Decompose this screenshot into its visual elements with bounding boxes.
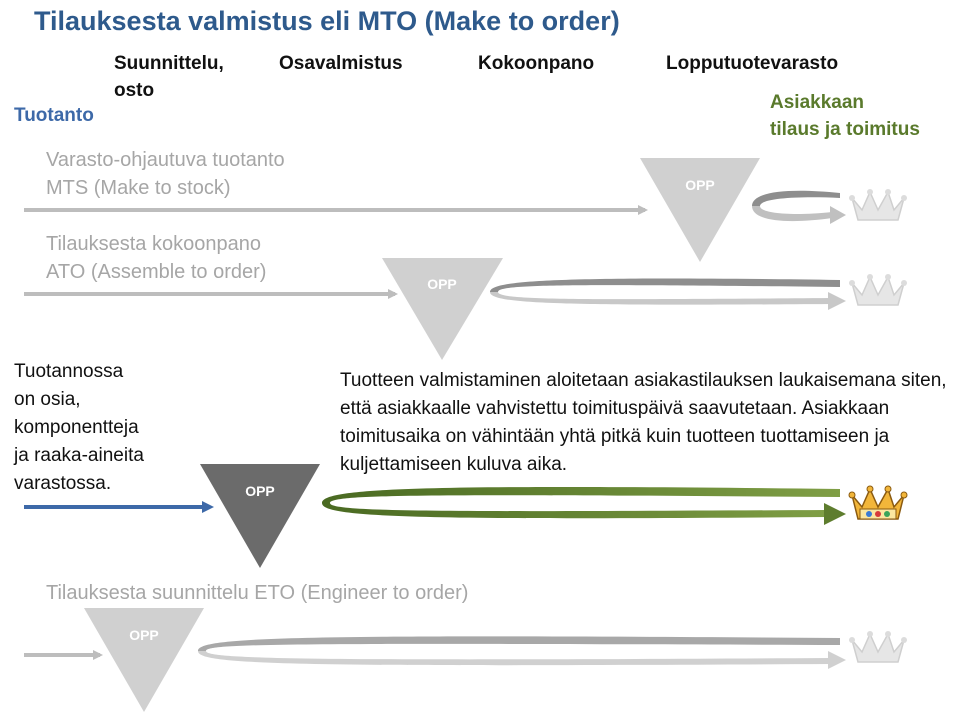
stage-design-purchase: Suunnittelu, osto — [114, 50, 224, 104]
opp-triangle-mts: OPP — [640, 158, 760, 262]
opp-label: OPP — [129, 627, 159, 643]
opp-triangle-eto: OPP — [84, 608, 204, 712]
page-title: Tilauksesta valmistus eli MTO (Make to o… — [34, 6, 620, 36]
stage-label: Osavalmistus — [279, 53, 403, 74]
opp-label: OPP — [245, 483, 275, 499]
stage-label: Lopputuotevarasto — [666, 53, 839, 74]
crown-icon — [849, 189, 907, 221]
crown-icon — [849, 631, 907, 663]
mto-curved-arrow — [322, 486, 846, 525]
opp-triangle-mto: OPP — [200, 464, 320, 568]
opp-triangle-ato: OPP — [382, 258, 503, 360]
customer-label: Asiakkaan tilaus ja toimitus — [770, 92, 920, 140]
mts-label: Varasto-ohjautuva tuotanto MTS (Make to … — [46, 146, 285, 202]
mts-line2: MTS (Make to stock) — [46, 177, 231, 199]
ato-line2: ATO (Assemble to order) — [46, 261, 267, 283]
crown-icon — [849, 274, 907, 306]
ato-curved-arrow — [490, 278, 846, 310]
production-label: Tuotanto — [14, 105, 94, 126]
opp-label: OPP — [427, 276, 457, 292]
stage-part-manufacturing: Osavalmistus — [279, 50, 403, 77]
eto-label: Tilauksesta suunnittelu ETO (Engineer to… — [46, 582, 469, 604]
ato-line1: Tilauksesta kokoonpano — [46, 233, 261, 255]
stage-label: Suunnittelu, osto — [114, 53, 224, 101]
crown-icon — [848, 485, 908, 520]
mts-line1: Varasto-ohjautuva tuotanto — [46, 149, 285, 171]
eto-curved-arrow — [198, 636, 846, 669]
stage-label: Kokoonpano — [478, 53, 595, 74]
stage-finished-goods: Lopputuotevarasto — [666, 50, 838, 77]
mts-curved-arrow — [752, 190, 846, 224]
stage-assembly: Kokoonpano — [478, 50, 594, 77]
mto-description: Tuotteen valmistaminen aloitetaan asiaka… — [340, 370, 947, 475]
ato-label: Tilauksesta kokoonpano ATO (Assemble to … — [46, 230, 266, 286]
opp-label: OPP — [685, 177, 715, 193]
mto-stock-note: Tuotannossa on osia, komponentteja ja ra… — [14, 361, 144, 494]
